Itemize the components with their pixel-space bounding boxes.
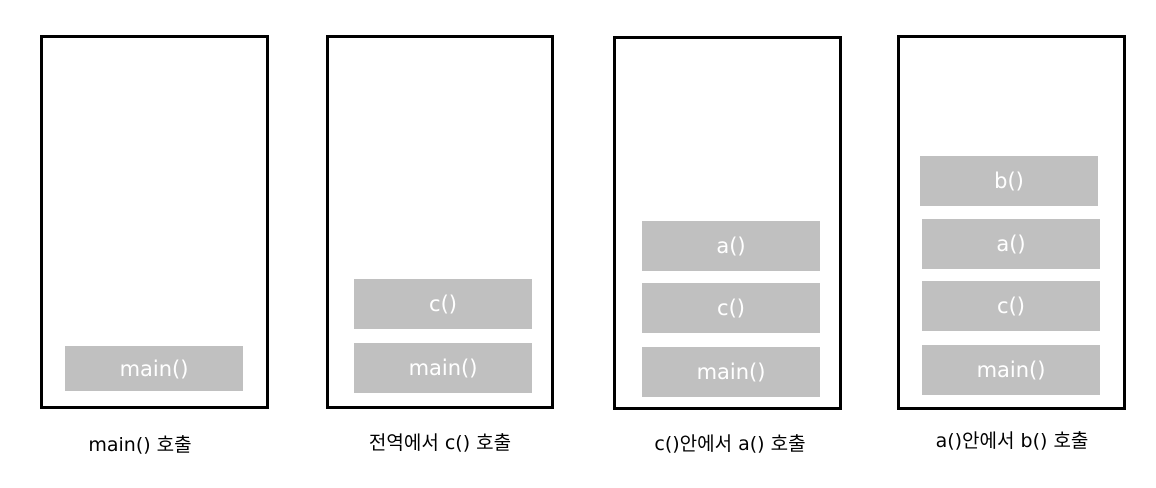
stack-frame-main: main() xyxy=(642,347,820,397)
stack-frame-c: c() xyxy=(642,283,820,333)
stack-frame-b: b() xyxy=(920,156,1098,206)
panel-caption-4: a()안에서 b() 호출 xyxy=(935,430,1089,452)
stack-frame-main: main() xyxy=(65,346,243,391)
stack-frame-main: main() xyxy=(354,343,532,393)
stack-frame-c: c() xyxy=(922,281,1100,331)
panel-caption-2: 전역에서 c() 호출 xyxy=(368,432,512,454)
panel-caption-3: c()안에서 a() 호출 xyxy=(654,433,806,455)
stack-frame-a: a() xyxy=(642,221,820,271)
stack-frame-c: c() xyxy=(354,279,532,329)
stack-frame-main: main() xyxy=(922,345,1100,395)
stack-frame-a: a() xyxy=(922,219,1100,269)
panel-caption-1: main() 호출 xyxy=(88,434,192,456)
